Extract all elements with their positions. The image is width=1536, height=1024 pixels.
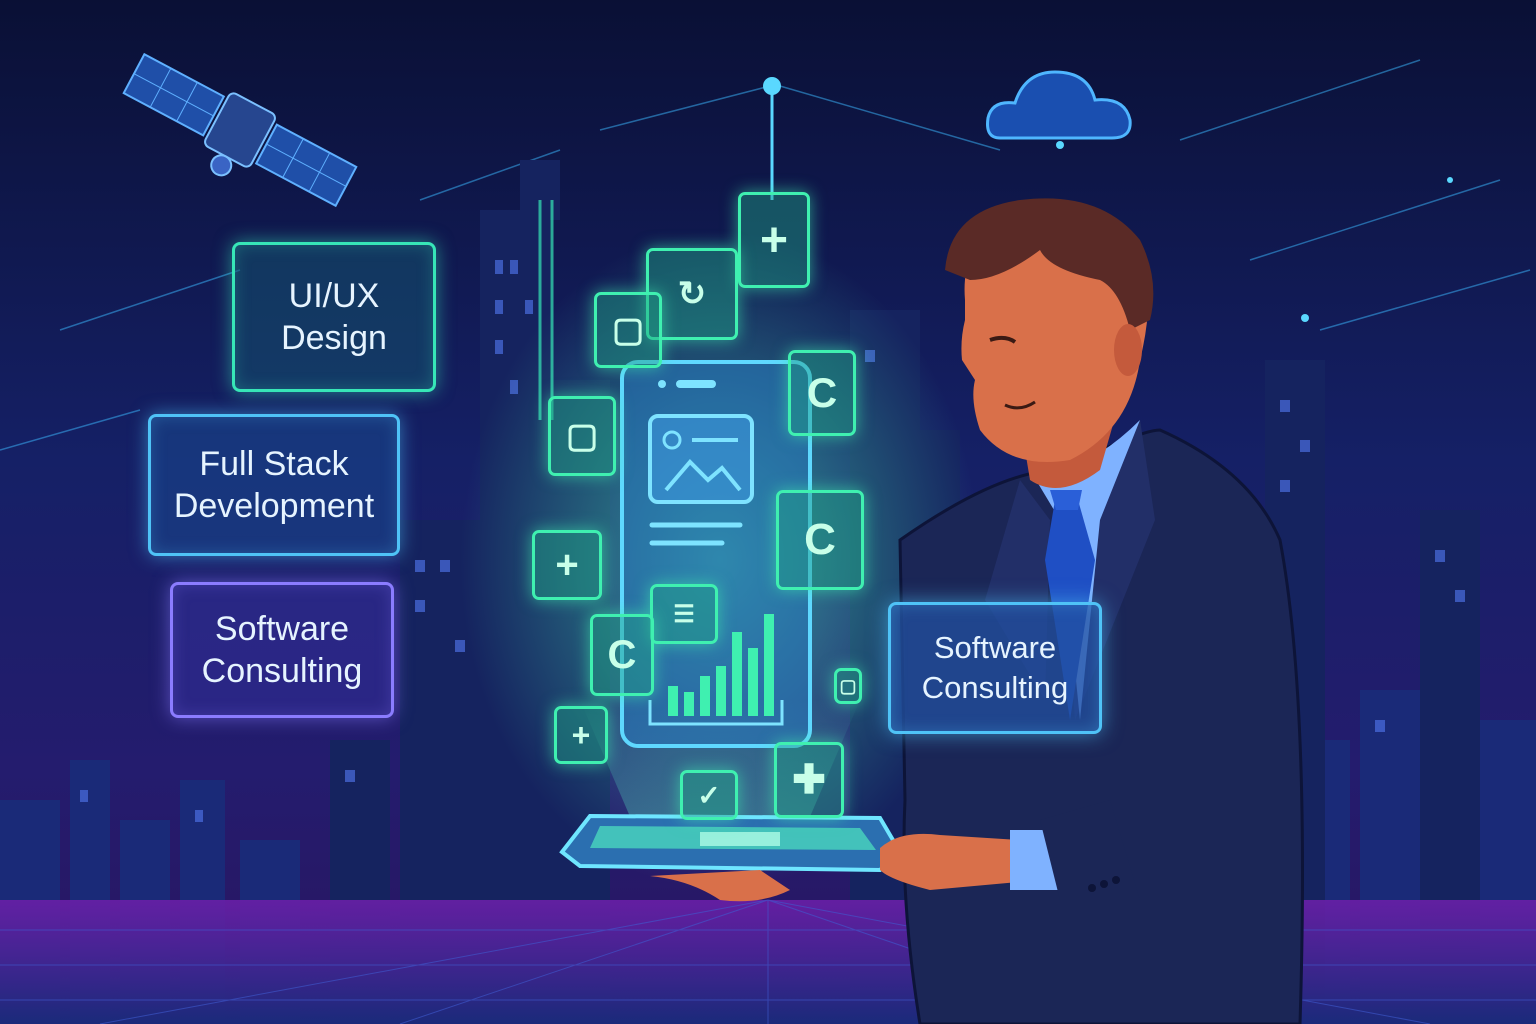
c-tile: C	[590, 614, 654, 696]
plus-icon: +	[555, 542, 579, 587]
refresh-icon: ↻	[677, 275, 707, 313]
full-stack-development-card: Full Stack Development	[148, 414, 400, 556]
full-stack-line-2: Development	[173, 487, 375, 525]
tablet-device	[559, 813, 903, 873]
bar-chart-icon	[668, 614, 774, 716]
check-tile: ✓	[680, 770, 738, 820]
software-consulting-right-line-1: Software	[933, 630, 1057, 665]
full-stack-line-1: Full Stack	[199, 445, 349, 483]
hologram-phone	[620, 360, 812, 748]
cross-tile: ✚	[774, 742, 844, 818]
check-icon: ✓	[697, 779, 721, 811]
square-tile: ▢	[594, 292, 662, 368]
c-tile: C	[788, 350, 856, 436]
ui-ux-design-line-1: UI/UX	[288, 277, 380, 315]
text-lines-icon: ☰	[673, 600, 695, 628]
image-icon	[648, 414, 754, 504]
ui-ux-design-line-2: Design	[281, 319, 387, 357]
software-consulting-left-line-2: Consulting	[201, 652, 363, 690]
square-tile: ▢	[548, 396, 616, 476]
cloud-icon	[986, 70, 1132, 140]
text-tile: ☰	[650, 584, 718, 644]
square-icon: ▢	[611, 311, 645, 349]
square-icon: ▢	[839, 675, 857, 696]
businessman	[650, 198, 1304, 1024]
square-tile: ▢	[834, 668, 862, 704]
software-consulting-right-line-2: Consulting	[921, 670, 1069, 705]
software-consulting-card-right: Software Consulting	[888, 602, 1102, 734]
ui-ux-design-card: UI/UX Design	[232, 242, 436, 392]
software-consulting-left-line-1: Software	[214, 610, 350, 648]
plus-icon: +	[571, 716, 591, 753]
plus-tile: +	[532, 530, 602, 600]
plus-icon: +	[759, 213, 789, 267]
plus-tile: +	[554, 706, 608, 764]
cross-icon: ✚	[792, 758, 826, 802]
c-tile: C	[776, 490, 864, 590]
c-icon: C	[804, 515, 836, 564]
software-consulting-card-left: Software Consulting	[170, 582, 394, 718]
square-icon: ▢	[565, 417, 599, 455]
plus-tile: +	[738, 192, 810, 288]
c-icon: C	[806, 369, 838, 416]
satellite-icon	[122, 52, 358, 208]
c-icon: C	[607, 632, 637, 677]
